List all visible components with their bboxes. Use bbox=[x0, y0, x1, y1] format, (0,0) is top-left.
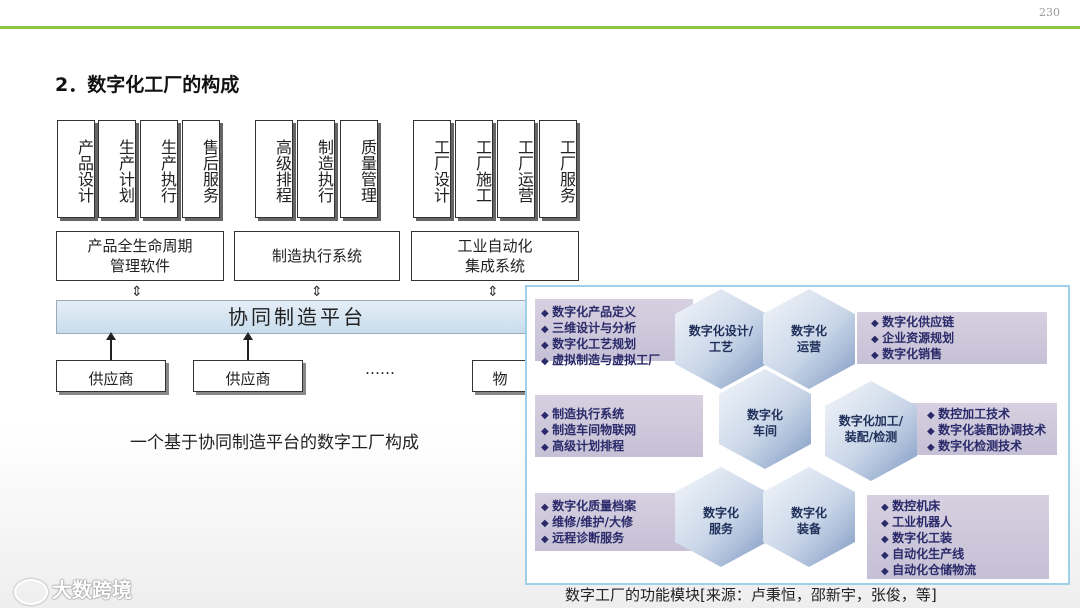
watermark-logo: 大数跨境 bbox=[14, 574, 132, 605]
hex-label-equipment: 数字化 装备 bbox=[790, 506, 827, 536]
supplier-box: 物 bbox=[472, 360, 528, 392]
module-box: 工厂施工 bbox=[455, 120, 493, 218]
double-arrow-icon: ⇕ bbox=[131, 284, 143, 300]
system-box: 工业自动化 集成系统 bbox=[411, 231, 579, 281]
section-heading: 2．数字化工厂的构成 bbox=[55, 74, 240, 96]
hex-label-operation: 数字化 运营 bbox=[790, 324, 827, 354]
module-box: 生产执行 bbox=[140, 120, 178, 218]
supplier-box: 供应商 bbox=[56, 360, 166, 392]
system-box: 制造执行系统 bbox=[234, 231, 400, 281]
workshop-list: 制造执行系统 制造车间物联网 高级计划排程 bbox=[541, 407, 636, 455]
up-arrow-icon bbox=[106, 332, 116, 360]
page-number: 230 bbox=[1039, 6, 1060, 19]
right-caption: 数字工厂的功能模块[来源：卢秉恒，邵新宇，张俊，等] bbox=[565, 586, 937, 604]
hex-label-service: 数字化 服务 bbox=[702, 506, 739, 536]
module-box: 生产计划 bbox=[98, 120, 136, 218]
design-list: 数字化产品定义 三维设计与分析 数字化工艺规划 虚拟制造与虚拟工厂 bbox=[541, 305, 660, 369]
module-box: 工厂设计 bbox=[413, 120, 451, 218]
top-accent-line bbox=[0, 26, 1080, 29]
ellipsis: …… bbox=[365, 360, 395, 378]
up-arrow-icon bbox=[243, 332, 253, 360]
hex-label-processing: 数字化加工/ 装配/检测 bbox=[838, 414, 904, 444]
module-box: 质量管理 bbox=[340, 120, 378, 218]
function-modules-panel: 数字化产品定义 三维设计与分析 数字化工艺规划 虚拟制造与虚拟工厂 数字化供应链… bbox=[525, 285, 1070, 585]
hex-label-workshop: 数字化 车间 bbox=[746, 408, 783, 438]
service-list: 数字化质量档案 维修/维护/大修 远程诊断服务 bbox=[541, 499, 636, 547]
processing-list: 数控加工技术 数字化装配协调技术 数字化检测技术 bbox=[927, 407, 1046, 455]
module-box: 制造执行 bbox=[297, 120, 335, 218]
system-box: 产品全生命周期 管理软件 bbox=[56, 231, 224, 281]
equipment-list: 数控机床 工业机器人 数字化工装 自动化生产线 自动化仓储物流 bbox=[881, 499, 976, 579]
left-caption: 一个基于协同制造平台的数字工厂构成 bbox=[130, 433, 419, 453]
double-arrow-icon: ⇕ bbox=[487, 284, 499, 300]
supplier-box: 供应商 bbox=[193, 360, 303, 392]
logo-icon bbox=[14, 578, 48, 605]
module-box: 售后服务 bbox=[182, 120, 220, 218]
double-arrow-icon: ⇕ bbox=[311, 284, 323, 300]
hex-label-design: 数字化设计/ 工艺 bbox=[688, 324, 754, 354]
module-box: 工厂运营 bbox=[497, 120, 535, 218]
module-box: 产品设计 bbox=[57, 120, 95, 218]
platform-bar: 协同制造平台 bbox=[56, 300, 538, 334]
module-box: 工厂服务 bbox=[539, 120, 577, 218]
operation-list: 数字化供应链 企业资源规划 数字化销售 bbox=[871, 315, 954, 363]
module-box: 高级排程 bbox=[255, 120, 293, 218]
